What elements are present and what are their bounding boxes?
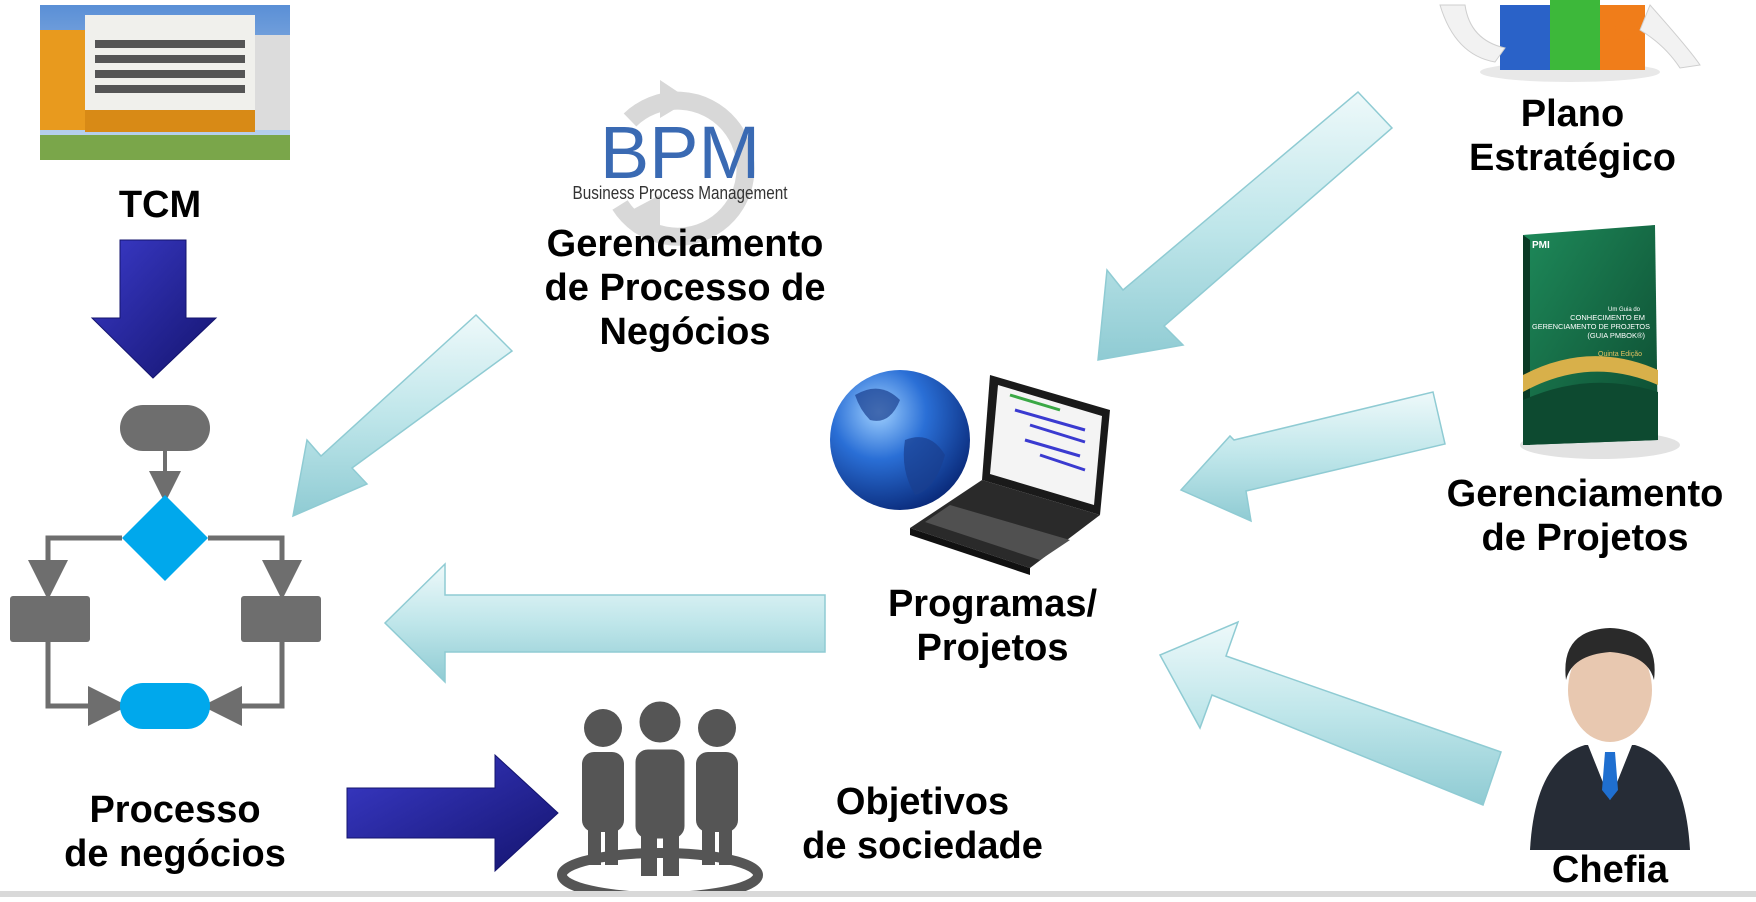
svg-text:Business Process Management: Business Process Management	[573, 183, 788, 203]
processo-label-line-1: Processo	[89, 789, 261, 831]
arrow-tcm-to-processo	[90, 239, 218, 379]
arrow-processo-to-objetivos	[346, 753, 559, 873]
projetos-label-line-2: de Projetos	[1481, 517, 1689, 560]
projetos-label-line-1: Gerenciamento	[1446, 473, 1724, 515]
svg-text:(GUIA PMBOK®): (GUIA PMBOK®)	[1587, 331, 1645, 340]
puzzle-figures-image	[1439, 0, 1701, 82]
pmbok-book-image: PMI Um Guia do CONHECIMENTO EM GERENCIAM…	[1520, 225, 1680, 459]
programas-projetos-label: Programas/ Projetos	[850, 582, 1135, 670]
arrow-plano-to-programas	[1097, 90, 1394, 361]
tcm-label-text: TCM	[118, 184, 202, 226]
svg-text:Um Guia do: Um Guia do	[1608, 307, 1641, 313]
arrow-projetos-to-programas	[1179, 391, 1446, 523]
svg-text:Quinta Edição: Quinta Edição	[1598, 351, 1642, 358]
bpm-logo: BPM Business Process Management	[573, 80, 788, 246]
bpm-label-line-2: de Processo de	[544, 267, 826, 310]
process-flowchart	[10, 405, 321, 729]
arrow-programas-to-processo	[383, 562, 826, 684]
programas-label-line-1: Programas/	[887, 583, 1098, 625]
svg-text:PMI: PMI	[1532, 240, 1550, 251]
bpm-label-line-3: Negócios	[599, 311, 771, 354]
arrow-chefia-to-programas	[1158, 620, 1502, 806]
bpm-label: Gerenciamento de Processo de Negócios	[500, 222, 870, 354]
chefia-label: Chefia	[1530, 848, 1690, 892]
svg-text:GERENCIAMENTO DE PROJETOS: GERENCIAMENTO DE PROJETOS	[1532, 324, 1650, 331]
people-group-icon	[557, 698, 763, 902]
plano-label-line-2: Estratégico	[1469, 137, 1676, 180]
plano-estrategico-label: Plano Estratégico	[1440, 92, 1705, 180]
plano-label-line-1: Plano	[1520, 93, 1625, 135]
programas-label-line-2: Projetos	[916, 627, 1069, 670]
businessman-avatar-icon	[1530, 628, 1690, 850]
processo-label-line-2: de negócios	[64, 833, 286, 876]
svg-text:CONHECIMENTO EM: CONHECIMENTO EM	[1570, 313, 1645, 322]
chefia-label-text: Chefia	[1551, 849, 1669, 891]
objetivos-sociedade-label: Objetivos de sociedade	[775, 780, 1070, 868]
gerenciamento-projetos-label: Gerenciamento de Projetos	[1420, 472, 1750, 560]
arrow-bpm-to-processo	[292, 313, 514, 518]
bottom-divider	[0, 891, 1756, 897]
bpm-label-line-1: Gerenciamento	[546, 223, 824, 265]
tcm-building-image	[40, 5, 290, 160]
objetivos-label-line-1: Objetivos	[835, 781, 1010, 823]
objetivos-label-line-2: de sociedade	[802, 825, 1043, 868]
tcm-label: TCM	[70, 183, 250, 227]
processo-negocios-label: Processo de negócios	[30, 788, 320, 876]
svg-text:BPM: BPM	[600, 111, 760, 194]
globe-laptop-icon	[830, 370, 1110, 575]
